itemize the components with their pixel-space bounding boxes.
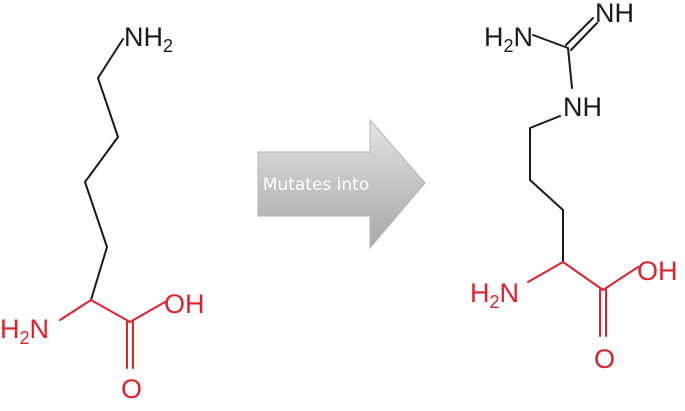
guanidine-nh-bond bbox=[567, 47, 573, 89]
arginine-amine-bond bbox=[527, 261, 564, 283]
arginine-h2n-guanidine-label: H2N bbox=[484, 22, 533, 56]
arginine-carboxyl-bond bbox=[562, 261, 604, 291]
lysine-o-label: O bbox=[121, 374, 142, 404]
arginine-h2n-label: H2N bbox=[470, 278, 519, 312]
lysine-amine-bond bbox=[59, 299, 92, 321]
guanidine-h2n-bond bbox=[532, 34, 569, 49]
lysine-oh-bond bbox=[129, 301, 166, 323]
guanidine-imine-bond-2 bbox=[570, 22, 598, 51]
arginine-structure: H2N NH NH H2N OH O bbox=[470, 0, 678, 374]
lysine-h2n-label: H2N bbox=[0, 314, 49, 348]
lysine-nh2-label: NH2 bbox=[124, 22, 173, 56]
mutates-into-arrow: Mutates into bbox=[257, 118, 426, 250]
lysine-side-chain bbox=[84, 38, 124, 301]
arginine-o-label: O bbox=[594, 344, 615, 374]
arginine-oh-bond bbox=[602, 266, 639, 291]
arginine-imine-nh-label: NH bbox=[595, 0, 634, 28]
lysine-oh-label: OH bbox=[164, 289, 205, 319]
arrow-label: Mutates into bbox=[263, 175, 369, 195]
lysine-carboxyl-bond bbox=[90, 299, 131, 323]
guanidine-imine-bond-1 bbox=[565, 17, 594, 46]
arginine-side-chain bbox=[529, 115, 564, 263]
lysine-structure: NH2 H2N OH O bbox=[0, 22, 205, 404]
arginine-nh-label: NH bbox=[563, 92, 602, 122]
arginine-oh-label: OH bbox=[637, 256, 678, 286]
